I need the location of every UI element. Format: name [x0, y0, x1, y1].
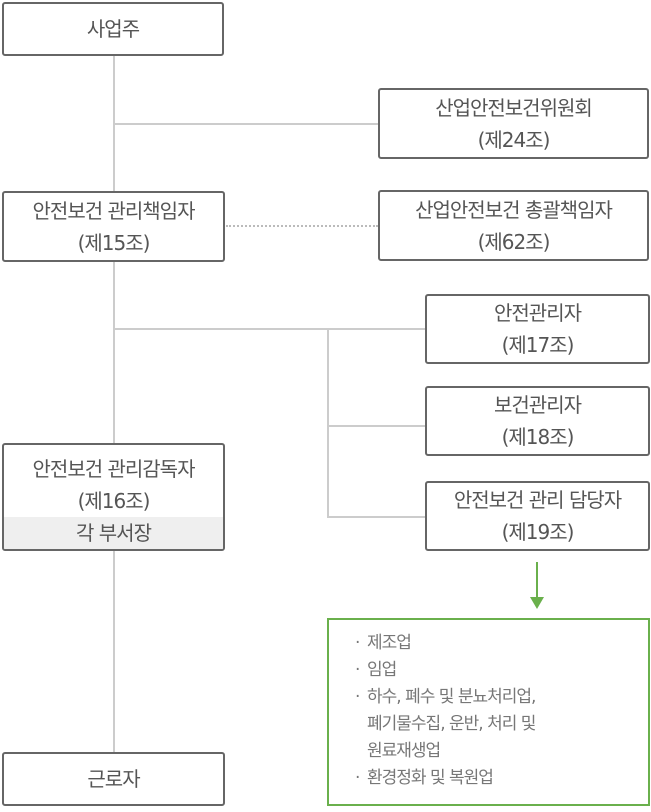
arrow-shaft: [536, 562, 538, 598]
arrow-down-icon: [530, 597, 544, 609]
committee-box: 산업안전보건위원회 (제24조): [378, 88, 649, 159]
officer-label: 안전보건 관리 담당자: [453, 488, 622, 512]
manager-label: 안전보건 관리책임자: [32, 198, 196, 223]
safety-manager-label: 안전관리자: [494, 301, 582, 325]
safety-manager-box: 안전관리자 (제17조): [425, 294, 650, 364]
general-manager-article: (제62조): [477, 229, 551, 254]
industry-item: ·제조업: [355, 633, 412, 653]
general-manager-box: 산업안전보건 총괄책임자 (제62조): [378, 190, 649, 261]
health-manager-label: 보건관리자: [494, 393, 582, 417]
manager-box: 안전보건 관리책임자 (제15조): [2, 191, 225, 262]
health-manager-article: (제18조): [501, 425, 575, 449]
supervisor-department-heads: 각 부서장: [4, 517, 223, 549]
managers-connector: [113, 328, 426, 330]
health-manager-box: 보건관리자 (제18조): [425, 386, 650, 456]
committee-label: 산업안전보건위원회: [435, 95, 593, 120]
officer-article: (제19조): [501, 520, 575, 544]
main-vertical-line: [113, 56, 115, 756]
general-manager-label: 산업안전보건 총괄책임자: [415, 197, 613, 222]
manager-article: (제15조): [77, 230, 151, 255]
officer-box: 안전보건 관리 담당자 (제19조): [425, 481, 650, 551]
committee-connector: [113, 123, 379, 125]
worker-label: 근로자: [87, 767, 140, 791]
owner-box: 사업주: [2, 2, 224, 56]
worker-box: 근로자: [2, 752, 225, 806]
industry-item: ·임업: [355, 660, 397, 680]
general-manager-dotted-connector: [226, 225, 378, 227]
officer-connector: [327, 516, 426, 518]
supervisor-label: 안전보건 관리감독자: [32, 457, 196, 481]
safety-manager-article: (제17조): [501, 333, 575, 357]
industry-list-box: ·제조업 ·임업 ·하수, 폐수 및 분뇨처리업,폐기물수집, 운반, 처리 및…: [327, 618, 650, 806]
supervisor-box: 안전보건 관리감독자 (제16조) 각 부서장: [2, 443, 225, 551]
owner-label: 사업주: [86, 17, 140, 41]
managers-vertical-line: [327, 328, 329, 518]
supervisor-article: (제16조): [77, 489, 151, 513]
health-manager-connector: [327, 425, 426, 427]
industry-item: ·환경정화 및 복원업: [355, 768, 494, 788]
committee-article: (제24조): [477, 127, 551, 152]
